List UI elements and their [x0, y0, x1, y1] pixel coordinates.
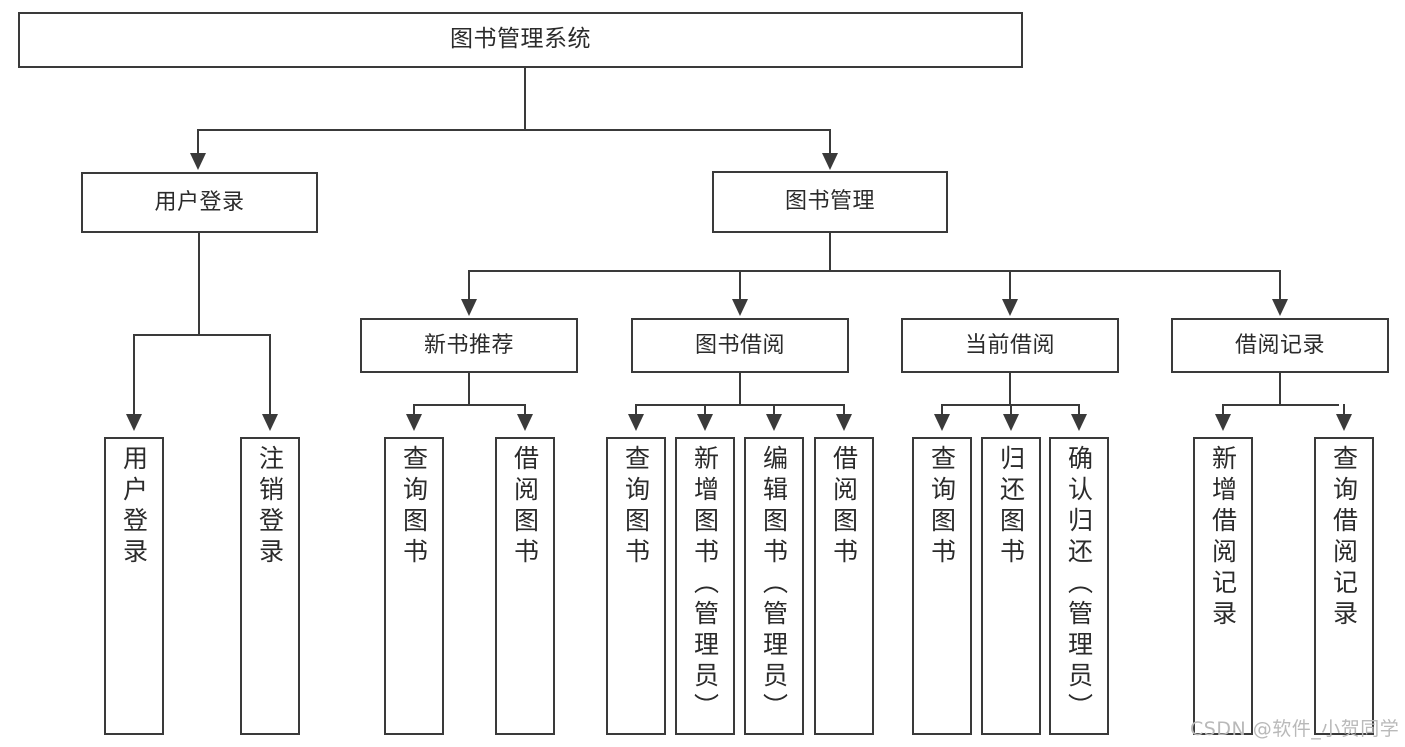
leaf-query-book-3-label: 查询图书 [927, 445, 957, 569]
connector-br-to-leaf-1 [1222, 404, 1224, 418]
connector-bb-stem [739, 373, 741, 406]
leaf-edit-book-label: 编辑图书（管理员） [759, 445, 789, 724]
connector-br-stem [1279, 373, 1281, 406]
connector-bm-to-book-borrow [739, 270, 741, 303]
connector-bm-to-new-book-recommend [468, 270, 470, 303]
leaf-logout[interactable]: 注销登录 [240, 437, 300, 735]
connector-cb-to-leaf-3 [1078, 404, 1080, 418]
connector-nbr-to-leaf-1 [413, 404, 415, 418]
arrow-bb-to-leaf-1 [628, 414, 644, 431]
leaf-add-record[interactable]: 新增借阅记录 [1193, 437, 1253, 735]
arrow-bb-to-leaf-4 [836, 414, 852, 431]
connector-cb-to-leaf-2 [1010, 404, 1012, 418]
node-current-borrow-label: 当前借阅 [964, 332, 1055, 358]
connector-nbr-stem [468, 373, 470, 406]
connector-bb-to-leaf-2 [704, 404, 706, 418]
leaf-add-book[interactable]: 新增图书（管理员） [675, 437, 735, 735]
arrow-cb-to-leaf-1 [934, 414, 950, 431]
leaf-query-book-1[interactable]: 查询图书 [384, 437, 444, 735]
node-user-login[interactable]: 用户登录 [81, 172, 318, 233]
leaf-confirm-return-label: 确认归还（管理员） [1064, 445, 1094, 724]
connector-book-management-bar [468, 270, 1280, 272]
node-book-borrow[interactable]: 图书借阅 [631, 318, 849, 373]
connector-user-login-bar [133, 334, 271, 336]
leaf-query-record-label: 查询借阅记录 [1329, 445, 1359, 631]
node-borrow-record-label: 借阅记录 [1234, 332, 1325, 358]
arrow-user-login-to-leaf-2 [262, 414, 278, 431]
connector-bm-to-borrow-record [1279, 270, 1281, 303]
connector-root-bar [197, 129, 831, 131]
connector-bm-to-current-borrow [1009, 270, 1011, 303]
connector-root-to-book-management [829, 129, 831, 157]
leaf-user-login-label: 用户登录 [119, 445, 149, 569]
node-root[interactable]: 图书管理系统 [18, 12, 1023, 68]
leaf-query-book-3[interactable]: 查询图书 [912, 437, 972, 735]
leaf-borrow-book-2-label: 借阅图书 [829, 445, 859, 569]
connector-br-to-leaf-2 [1343, 404, 1345, 418]
arrow-cb-to-leaf-3 [1071, 414, 1087, 431]
connector-cb-stem [1009, 373, 1011, 406]
arrow-bm-to-new-book-recommend [461, 299, 477, 316]
arrow-root-to-book-management [822, 153, 838, 170]
arrow-nbr-to-leaf-1 [406, 414, 422, 431]
arrow-bm-to-book-borrow [732, 299, 748, 316]
node-new-book-recommend-label: 新书推荐 [423, 332, 514, 358]
node-current-borrow[interactable]: 当前借阅 [901, 318, 1119, 373]
connector-user-login-to-leaf-2 [269, 334, 271, 418]
leaf-query-book-1-label: 查询图书 [399, 445, 429, 569]
arrow-root-to-user-login [190, 153, 206, 170]
connector-bb-to-leaf-3 [773, 404, 775, 418]
arrow-bm-to-borrow-record [1272, 299, 1288, 316]
connector-nbr-to-leaf-2 [524, 404, 526, 418]
arrow-nbr-to-leaf-2 [517, 414, 533, 431]
arrow-bb-to-leaf-3 [766, 414, 782, 431]
connector-bb-to-leaf-1 [635, 404, 637, 418]
arrow-user-login-to-leaf-1 [126, 414, 142, 431]
connector-root-stem [524, 68, 526, 130]
leaf-return-book[interactable]: 归还图书 [981, 437, 1041, 735]
leaf-borrow-book-1-label: 借阅图书 [510, 445, 540, 569]
connector-book-management-stem [829, 233, 831, 271]
arrow-bm-to-current-borrow [1002, 299, 1018, 316]
node-book-management-label: 图书管理 [784, 189, 875, 215]
node-user-login-label: 用户登录 [154, 189, 245, 215]
leaf-query-book-2-label: 查询图书 [621, 445, 651, 569]
leaf-borrow-book-1[interactable]: 借阅图书 [495, 437, 555, 735]
leaf-borrow-book-2[interactable]: 借阅图书 [814, 437, 874, 735]
node-new-book-recommend[interactable]: 新书推荐 [360, 318, 578, 373]
leaf-add-book-label: 新增图书（管理员） [690, 445, 720, 724]
leaf-return-book-label: 归还图书 [996, 445, 1026, 569]
connector-bb-bar [635, 404, 845, 406]
connector-nbr-bar [413, 404, 526, 406]
connector-bb-to-leaf-4 [843, 404, 845, 418]
leaf-query-book-2[interactable]: 查询图书 [606, 437, 666, 735]
arrow-br-to-leaf-1 [1215, 414, 1231, 431]
arrow-bb-to-leaf-2 [697, 414, 713, 431]
leaf-edit-book[interactable]: 编辑图书（管理员） [744, 437, 804, 735]
node-book-borrow-label: 图书借阅 [694, 332, 785, 358]
node-root-label: 图书管理系统 [450, 26, 591, 53]
leaf-add-record-label: 新增借阅记录 [1208, 445, 1238, 631]
leaf-logout-label: 注销登录 [255, 445, 285, 569]
connector-root-to-user-login [197, 129, 199, 157]
connector-user-login-stem [198, 233, 200, 335]
node-book-management[interactable]: 图书管理 [712, 171, 948, 233]
arrow-cb-to-leaf-2 [1003, 414, 1019, 431]
node-borrow-record[interactable]: 借阅记录 [1171, 318, 1389, 373]
connector-cb-to-leaf-1 [941, 404, 943, 418]
connector-user-login-to-leaf-1 [133, 334, 135, 418]
leaf-user-login[interactable]: 用户登录 [104, 437, 164, 735]
leaf-query-record[interactable]: 查询借阅记录 [1314, 437, 1374, 735]
connector-br-bar [1222, 404, 1339, 406]
leaf-confirm-return[interactable]: 确认归还（管理员） [1049, 437, 1109, 735]
arrow-br-to-leaf-2 [1336, 414, 1352, 431]
